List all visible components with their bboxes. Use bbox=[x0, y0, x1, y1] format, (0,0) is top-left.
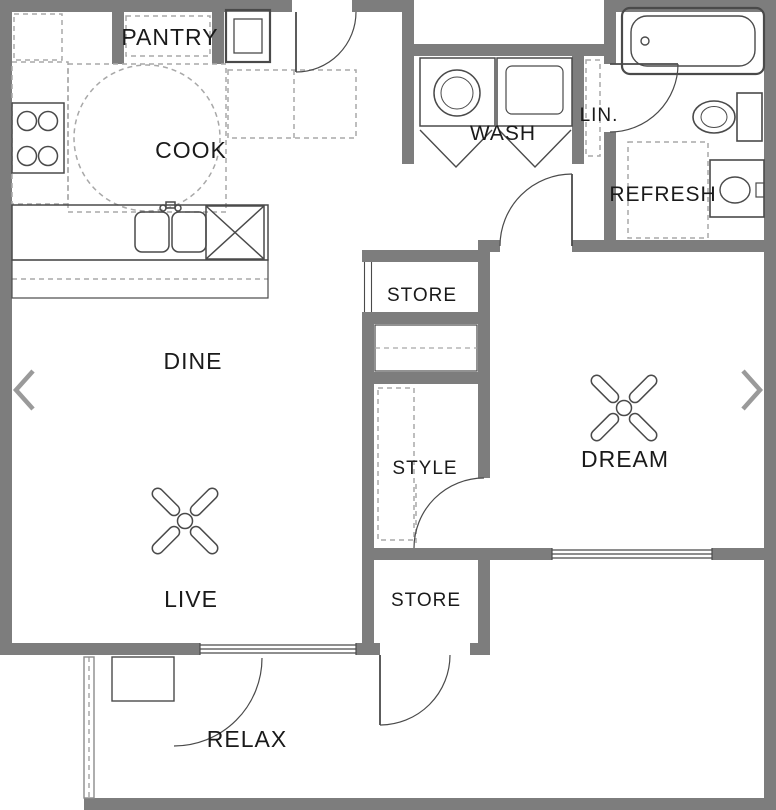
bath-door-arc bbox=[609, 63, 679, 133]
bifold-door-right bbox=[498, 129, 572, 169]
burner bbox=[37, 145, 59, 167]
dashed-cabinets-and-clearances bbox=[11, 13, 709, 798]
washer-drum bbox=[433, 69, 481, 117]
toilet-tank bbox=[736, 92, 763, 142]
burner bbox=[16, 145, 38, 167]
sink-basin-left bbox=[134, 211, 170, 253]
sink-basin-right bbox=[171, 211, 207, 253]
burner bbox=[16, 110, 38, 132]
room-label-store-upper: STORE bbox=[387, 285, 457, 306]
laundry-fixtures bbox=[419, 57, 573, 169]
windows bbox=[199, 548, 713, 655]
room-label-style: STYLE bbox=[392, 458, 457, 479]
entry-door-arc bbox=[295, 11, 357, 73]
kitchen-bar-overhang bbox=[11, 259, 269, 299]
room-label-store-lower: STORE bbox=[391, 590, 461, 611]
closet-door-arc bbox=[413, 477, 485, 549]
vanity-basin bbox=[719, 176, 751, 204]
living-window bbox=[199, 643, 357, 655]
chevron-right-icon[interactable] bbox=[741, 369, 764, 411]
room-label-dream: DREAM bbox=[581, 446, 669, 472]
bedroom-window bbox=[551, 548, 713, 560]
bathtub-inner bbox=[630, 15, 756, 67]
patio-elements bbox=[83, 656, 175, 799]
washer bbox=[419, 57, 496, 127]
bathroom-fixtures bbox=[620, 6, 766, 218]
toilet-bowl bbox=[692, 100, 736, 134]
room-label-relax: RELAX bbox=[207, 726, 287, 752]
pantry-shelf-dashed bbox=[125, 15, 211, 57]
dryer bbox=[496, 57, 573, 127]
room-label-linen: LIN. bbox=[580, 105, 619, 126]
patio-door-arc bbox=[173, 657, 263, 747]
chevron-left-icon[interactable] bbox=[12, 369, 35, 411]
bathtub bbox=[620, 6, 766, 76]
ceiling-fan-living bbox=[151, 487, 219, 555]
upper-cabinet-dashed bbox=[227, 69, 357, 139]
bedroom-door-arc bbox=[499, 173, 573, 247]
faucet bbox=[165, 201, 176, 209]
corner-cabinet-dashed bbox=[13, 13, 63, 61]
room-label-refresh: REFRESH bbox=[609, 183, 716, 206]
tub-drain bbox=[640, 36, 650, 46]
ceiling-fan-bedroom bbox=[590, 374, 658, 442]
bath-clearance-dashed bbox=[627, 141, 709, 239]
washer-drum-inner bbox=[440, 76, 474, 110]
door-swings bbox=[173, 11, 679, 747]
stove bbox=[11, 102, 65, 174]
vanity-faucet bbox=[755, 182, 765, 198]
dryer-door bbox=[505, 65, 564, 115]
water-heater-closet bbox=[224, 8, 272, 64]
dishwasher bbox=[205, 205, 265, 260]
faucet-handle bbox=[174, 204, 182, 212]
burner bbox=[37, 110, 59, 132]
kitchen-turning-circle bbox=[73, 64, 221, 212]
room-label-wash: WASH bbox=[470, 122, 536, 145]
left-cabinet-dashed bbox=[11, 61, 69, 205]
room-label-dine: DINE bbox=[164, 348, 223, 374]
patio-storage bbox=[111, 656, 175, 702]
bifold-door-left bbox=[419, 129, 493, 169]
style-shelf-dashed bbox=[377, 387, 415, 541]
store-door-arc bbox=[379, 654, 451, 726]
hall-shelf bbox=[374, 324, 478, 372]
faucet-handle bbox=[159, 204, 167, 212]
linen-shelf-dashed bbox=[585, 59, 601, 157]
room-label-cook: COOK bbox=[155, 137, 227, 163]
toilet-bowl-inner bbox=[700, 106, 728, 128]
room-label-live: LIVE bbox=[164, 586, 218, 612]
kitchen-fixtures bbox=[11, 8, 272, 299]
room-label-pantry: PANTRY bbox=[121, 24, 218, 50]
patio-screen-wall bbox=[83, 656, 95, 799]
water-heater bbox=[233, 18, 263, 54]
